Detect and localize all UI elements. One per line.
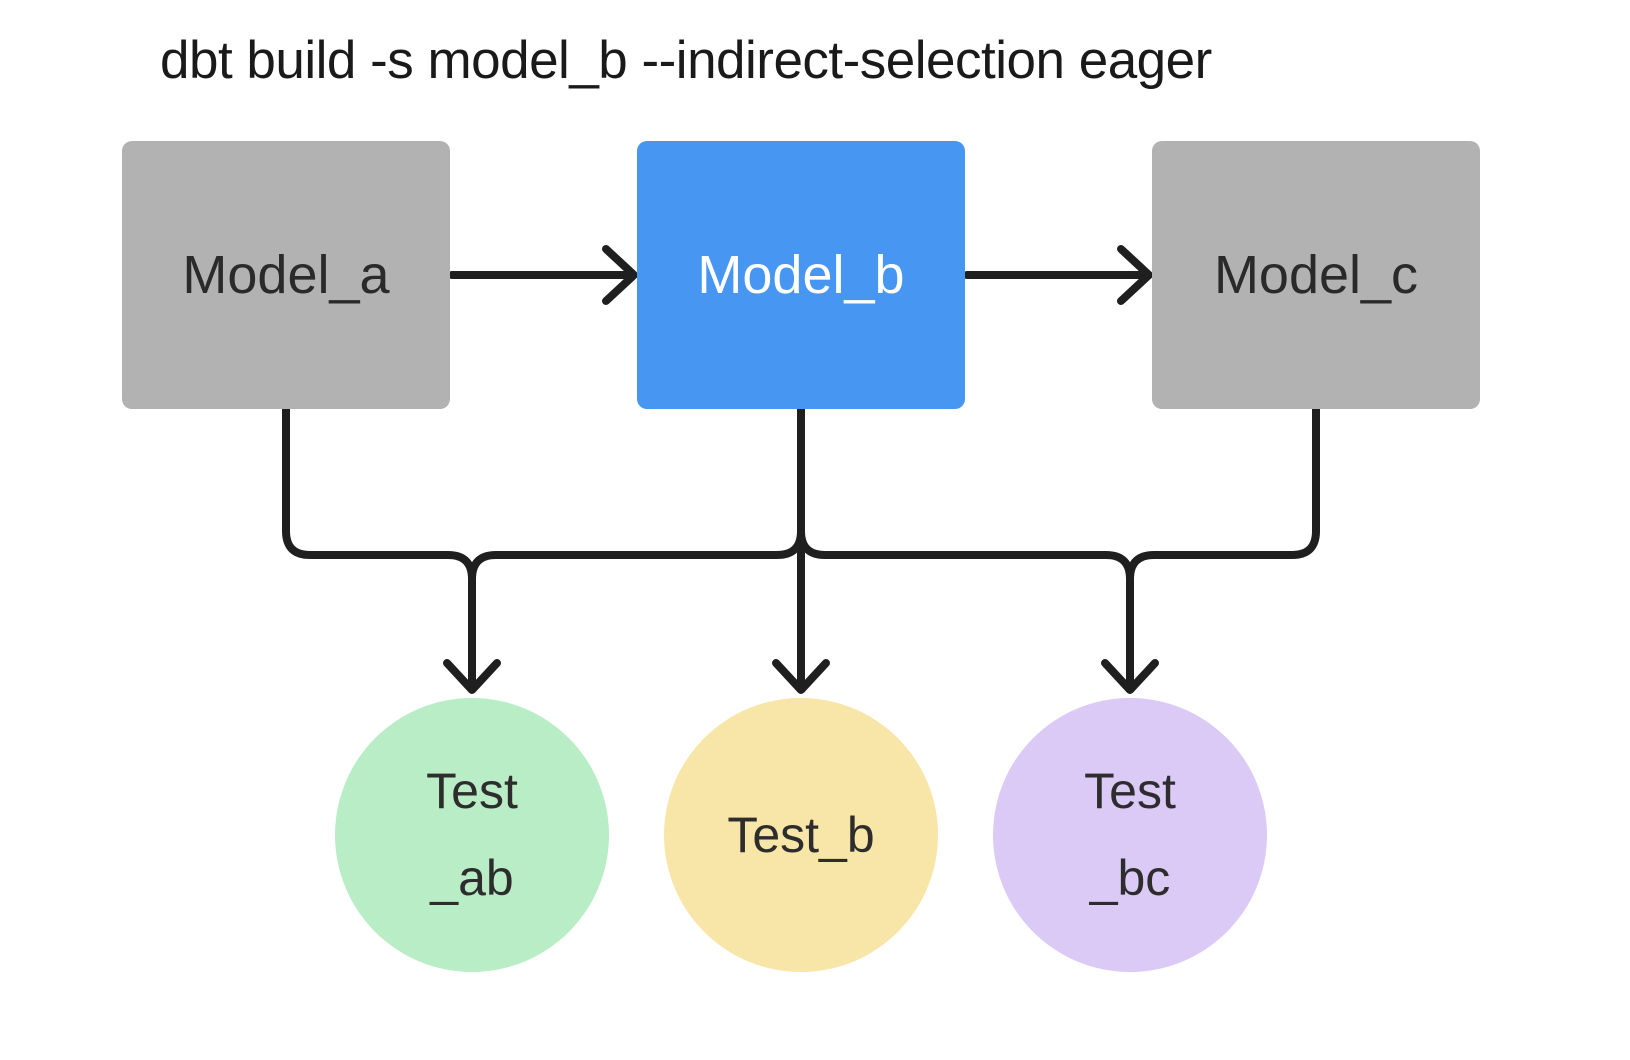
node-model-a: Model_a — [122, 141, 450, 409]
node-test-b: Test_b — [664, 698, 938, 972]
edge-model-c-to-test-bc — [1126, 405, 1320, 583]
node-test-bc-label-line2: _bc — [1089, 850, 1171, 906]
node-test-ab: Test _ab — [335, 698, 609, 972]
node-test-bc-label-line1: Test — [1084, 763, 1176, 819]
arrowhead-test-ab-icon — [443, 659, 501, 694]
arrowhead-model-c-icon — [1117, 245, 1153, 305]
node-model-c: Model_c — [1152, 141, 1480, 409]
node-test-ab-label-line2: _ab — [430, 850, 514, 906]
arrowhead-test-bc-icon — [1101, 659, 1159, 694]
node-test-bc: Test _bc — [993, 698, 1267, 972]
arrowhead-model-b-icon — [602, 245, 638, 305]
node-model-a-label: Model_a — [182, 245, 390, 305]
node-model-b-label: Model_b — [697, 245, 905, 305]
node-model-c-label: Model_c — [1213, 245, 1419, 305]
node-test-b-label-line1: Test_b — [727, 806, 875, 863]
edge-model-b-to-test-bc — [797, 405, 1134, 690]
diagram-title: dbt build -s model_b --indirect-selectio… — [160, 31, 1212, 90]
arrowhead-test-b-icon — [772, 659, 830, 694]
node-model-b-selected: Model_b — [637, 141, 965, 409]
node-test-ab-label-line1: Test — [426, 763, 518, 819]
edge-model-b-to-test-ab — [468, 405, 805, 583]
edge-model-a-to-test-ab — [282, 405, 476, 690]
